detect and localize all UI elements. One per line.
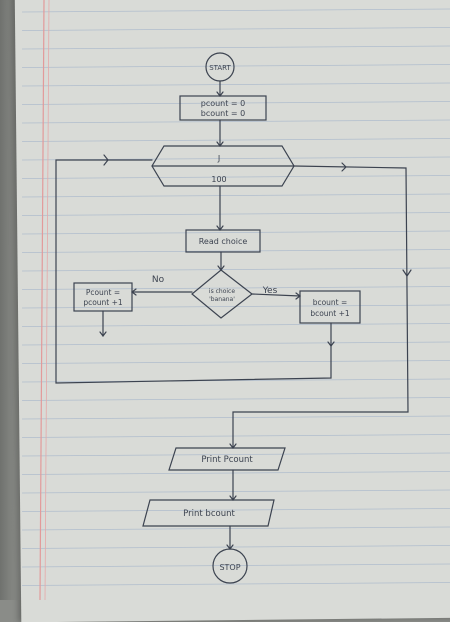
output-bcount [142, 499, 275, 527]
input-box [185, 229, 261, 253]
decision-diamond [191, 269, 253, 319]
arrowhead [402, 269, 412, 278]
init-line-2: bcount = 0 [201, 109, 246, 118]
rule-line [21, 193, 450, 198]
arrowhead [99, 331, 107, 337]
input-label: Read choice [199, 237, 248, 246]
rule-line [21, 45, 450, 50]
start-label: START [209, 64, 231, 72]
loop-exit-path [232, 165, 409, 449]
decision-line-2: 'banana' [209, 296, 235, 303]
output-bcount-label: Print bcount [183, 509, 235, 519]
rule-line [21, 415, 450, 420]
init-line-1: pcount = 0 [201, 99, 246, 108]
bcount-process-box [299, 290, 361, 324]
rule-line [21, 452, 450, 457]
rule-line [21, 249, 450, 253]
rule-line [21, 582, 450, 586]
rule-line [21, 563, 450, 568]
rule-line [21, 489, 450, 494]
loop-variable: J [217, 154, 220, 163]
pcount-line-2: pcount +1 [83, 298, 123, 307]
rule-line [21, 508, 450, 512]
rule-line [21, 175, 450, 179]
no-label: No [152, 275, 165, 285]
rule-line [21, 545, 450, 549]
rule-line [21, 323, 450, 327]
yes-label: Yes [262, 286, 278, 296]
rule-line [21, 267, 450, 272]
rule-line [21, 360, 450, 364]
rule-line [21, 119, 450, 124]
bcount-line-1: bcount = [313, 298, 348, 307]
margin-line-2 [44, 0, 50, 600]
arrowhead [341, 162, 347, 172]
stop-label: STOP [219, 563, 240, 572]
stop-terminal [212, 548, 248, 584]
rule-line [21, 230, 450, 235]
output-pcount-label: Print Pcount [201, 455, 253, 465]
margin-line [39, 0, 45, 600]
rule-line [21, 82, 450, 87]
rule-line [21, 341, 450, 346]
rule-line [21, 397, 450, 401]
rule-line [21, 212, 450, 216]
flowchart-diagram: START pcount = 0 bcount = 0 J 100 Read c… [21, 0, 450, 600]
arrowhead [103, 154, 109, 166]
rule-line [21, 286, 450, 290]
rule-line [21, 138, 450, 142]
rule-line [21, 471, 450, 475]
output-pcount [168, 447, 286, 471]
rule-line [21, 526, 450, 531]
rule-line [21, 434, 450, 438]
pcount-line-1: Pcount = [86, 288, 120, 297]
rule-line [21, 27, 450, 31]
rule-line [21, 378, 450, 383]
decision-line-1: is choice [209, 288, 235, 295]
loop-back-path [55, 159, 332, 384]
arrow-yes-branch [251, 293, 301, 297]
rule-line [21, 8, 450, 13]
loop-limit: 100 [211, 175, 226, 184]
rule-line [21, 101, 450, 105]
bcount-line-2: bcount +1 [310, 309, 350, 318]
init-process-box [179, 95, 267, 121]
rule-line [21, 64, 450, 68]
